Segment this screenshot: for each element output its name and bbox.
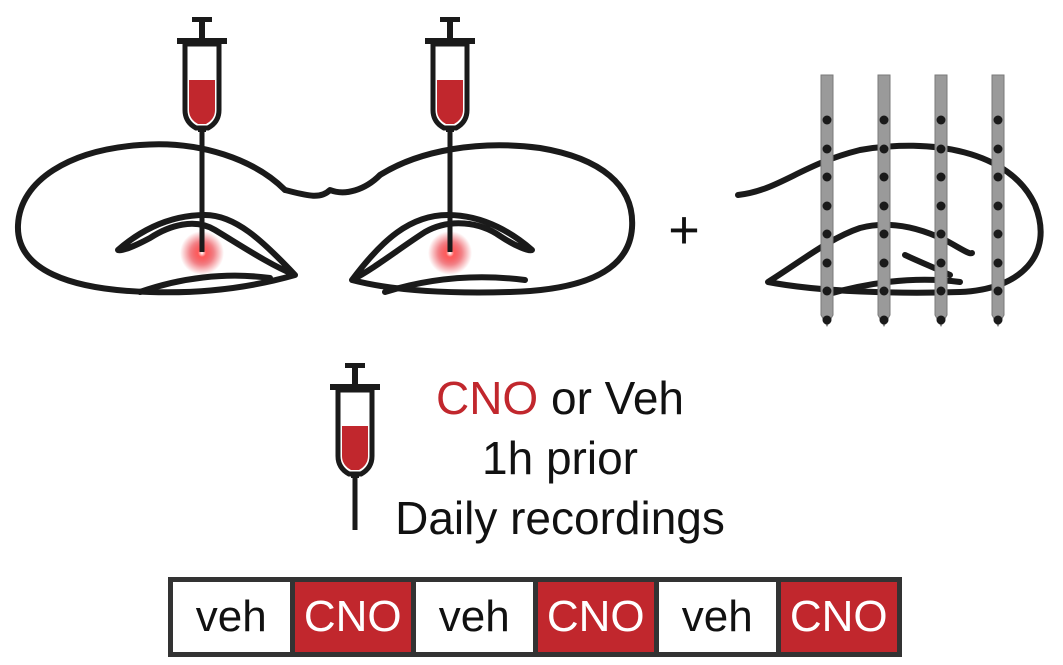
- recording-site: [993, 229, 1003, 239]
- recording-site: [822, 144, 832, 154]
- recording-sites: [822, 115, 1003, 325]
- silicon-probe-array: [820, 74, 1005, 328]
- session-schedule: veh CNO veh CNO veh CNO: [168, 577, 902, 657]
- recording-site: [822, 315, 832, 325]
- connector-label: or Veh: [538, 372, 684, 424]
- recording-site: [879, 201, 889, 211]
- syringe-icon: [177, 17, 227, 132]
- recording-site: [822, 172, 832, 182]
- schedule-cell-vehicle: veh: [416, 582, 533, 652]
- injection-site-left: [180, 231, 224, 275]
- treatment-legend: CNO or Veh 1h prior Daily recordings: [370, 368, 750, 548]
- recording-site: [936, 115, 946, 125]
- schedule-cell-drug: CNO: [294, 582, 411, 652]
- recording-site: [936, 229, 946, 239]
- recording-site: [822, 286, 832, 296]
- recording-site: [936, 201, 946, 211]
- plus-sign: +: [668, 200, 700, 260]
- recording-site: [879, 144, 889, 154]
- recording-site: [936, 144, 946, 154]
- recording-site: [993, 286, 1003, 296]
- recording-site: [936, 286, 946, 296]
- schedule-cell-vehicle: veh: [659, 582, 776, 652]
- recording-site: [993, 258, 1003, 268]
- treatment-line: CNO or Veh: [370, 368, 750, 428]
- recording-site: [936, 315, 946, 325]
- recording-site: [879, 286, 889, 296]
- recording-site: [822, 229, 832, 239]
- recording-site: [879, 172, 889, 182]
- schedule-cell-drug: CNO: [537, 582, 654, 652]
- recording-site: [993, 115, 1003, 125]
- schedule-cell-drug: CNO: [780, 582, 897, 652]
- recording-site: [822, 115, 832, 125]
- brain-section-outline: [14, 141, 636, 296]
- recording-site: [879, 229, 889, 239]
- schedule-cell-vehicle: veh: [173, 582, 290, 652]
- recording-site: [879, 258, 889, 268]
- recording-site: [822, 258, 832, 268]
- drug-label: CNO: [435, 372, 539, 424]
- timing-label: 1h prior: [482, 432, 638, 484]
- syringe-icon: [425, 17, 475, 132]
- recording-site: [879, 315, 889, 325]
- injection-site-right: [428, 231, 472, 275]
- recording-site: [993, 315, 1003, 325]
- recording-site: [993, 144, 1003, 154]
- schedule-note: Daily recordings: [395, 492, 725, 544]
- recording-site: [993, 201, 1003, 211]
- recording-site: [993, 172, 1003, 182]
- recording-site: [936, 258, 946, 268]
- recording-site: [822, 201, 832, 211]
- recording-site: [936, 172, 946, 182]
- recording-site: [879, 115, 889, 125]
